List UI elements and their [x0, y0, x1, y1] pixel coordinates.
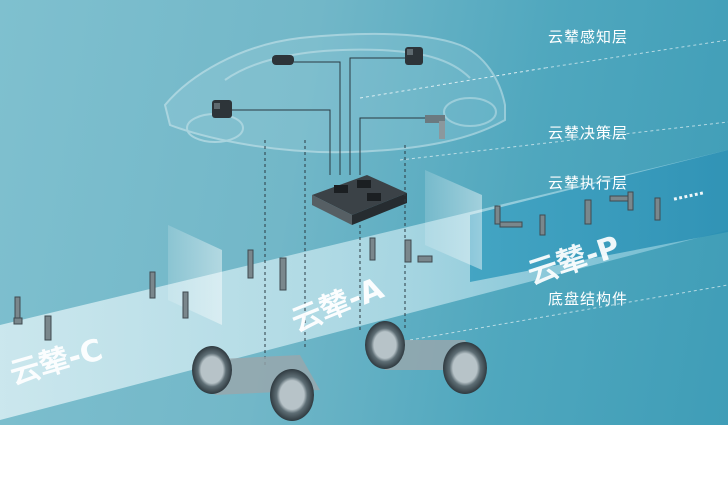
layer-label-structure: 底盘结构件 [548, 290, 629, 308]
diagram-graphics [0, 32, 728, 421]
layer-label-perception: 云辇感知层 [548, 28, 629, 46]
chassis-c [192, 346, 320, 421]
sensor-module-top [272, 55, 294, 65]
glass-panel-left [168, 225, 222, 325]
chassis-a [365, 321, 487, 394]
drop-lines [264, 140, 406, 365]
leader-line-perception-ext [544, 39, 728, 69]
wiring [232, 57, 425, 175]
layer-label-execution: 云辇执行层 [548, 174, 629, 192]
suspension-parts-p [494, 191, 661, 236]
architecture-diagram: 云辇感知层 云辇决策层 云辇执行层 底盘结构件 云辇-C 云辇-A 云辇-P …… [0, 0, 728, 425]
sensor-module-left [212, 100, 232, 118]
platform-p-band [470, 150, 728, 282]
layer-label-decision: 云辇决策层 [548, 124, 629, 142]
leader-line-perception [359, 67, 546, 99]
suspension-parts-c [13, 249, 287, 341]
actuator-part-right [425, 115, 445, 139]
car-silhouette [163, 32, 506, 154]
sensor-module-right [405, 47, 423, 65]
suspension-parts-a [369, 237, 433, 263]
glass-panel-right [425, 170, 482, 270]
ecu-controller [312, 175, 407, 225]
leader-line-decision [399, 121, 728, 161]
bottom-blank-area [0, 425, 728, 484]
